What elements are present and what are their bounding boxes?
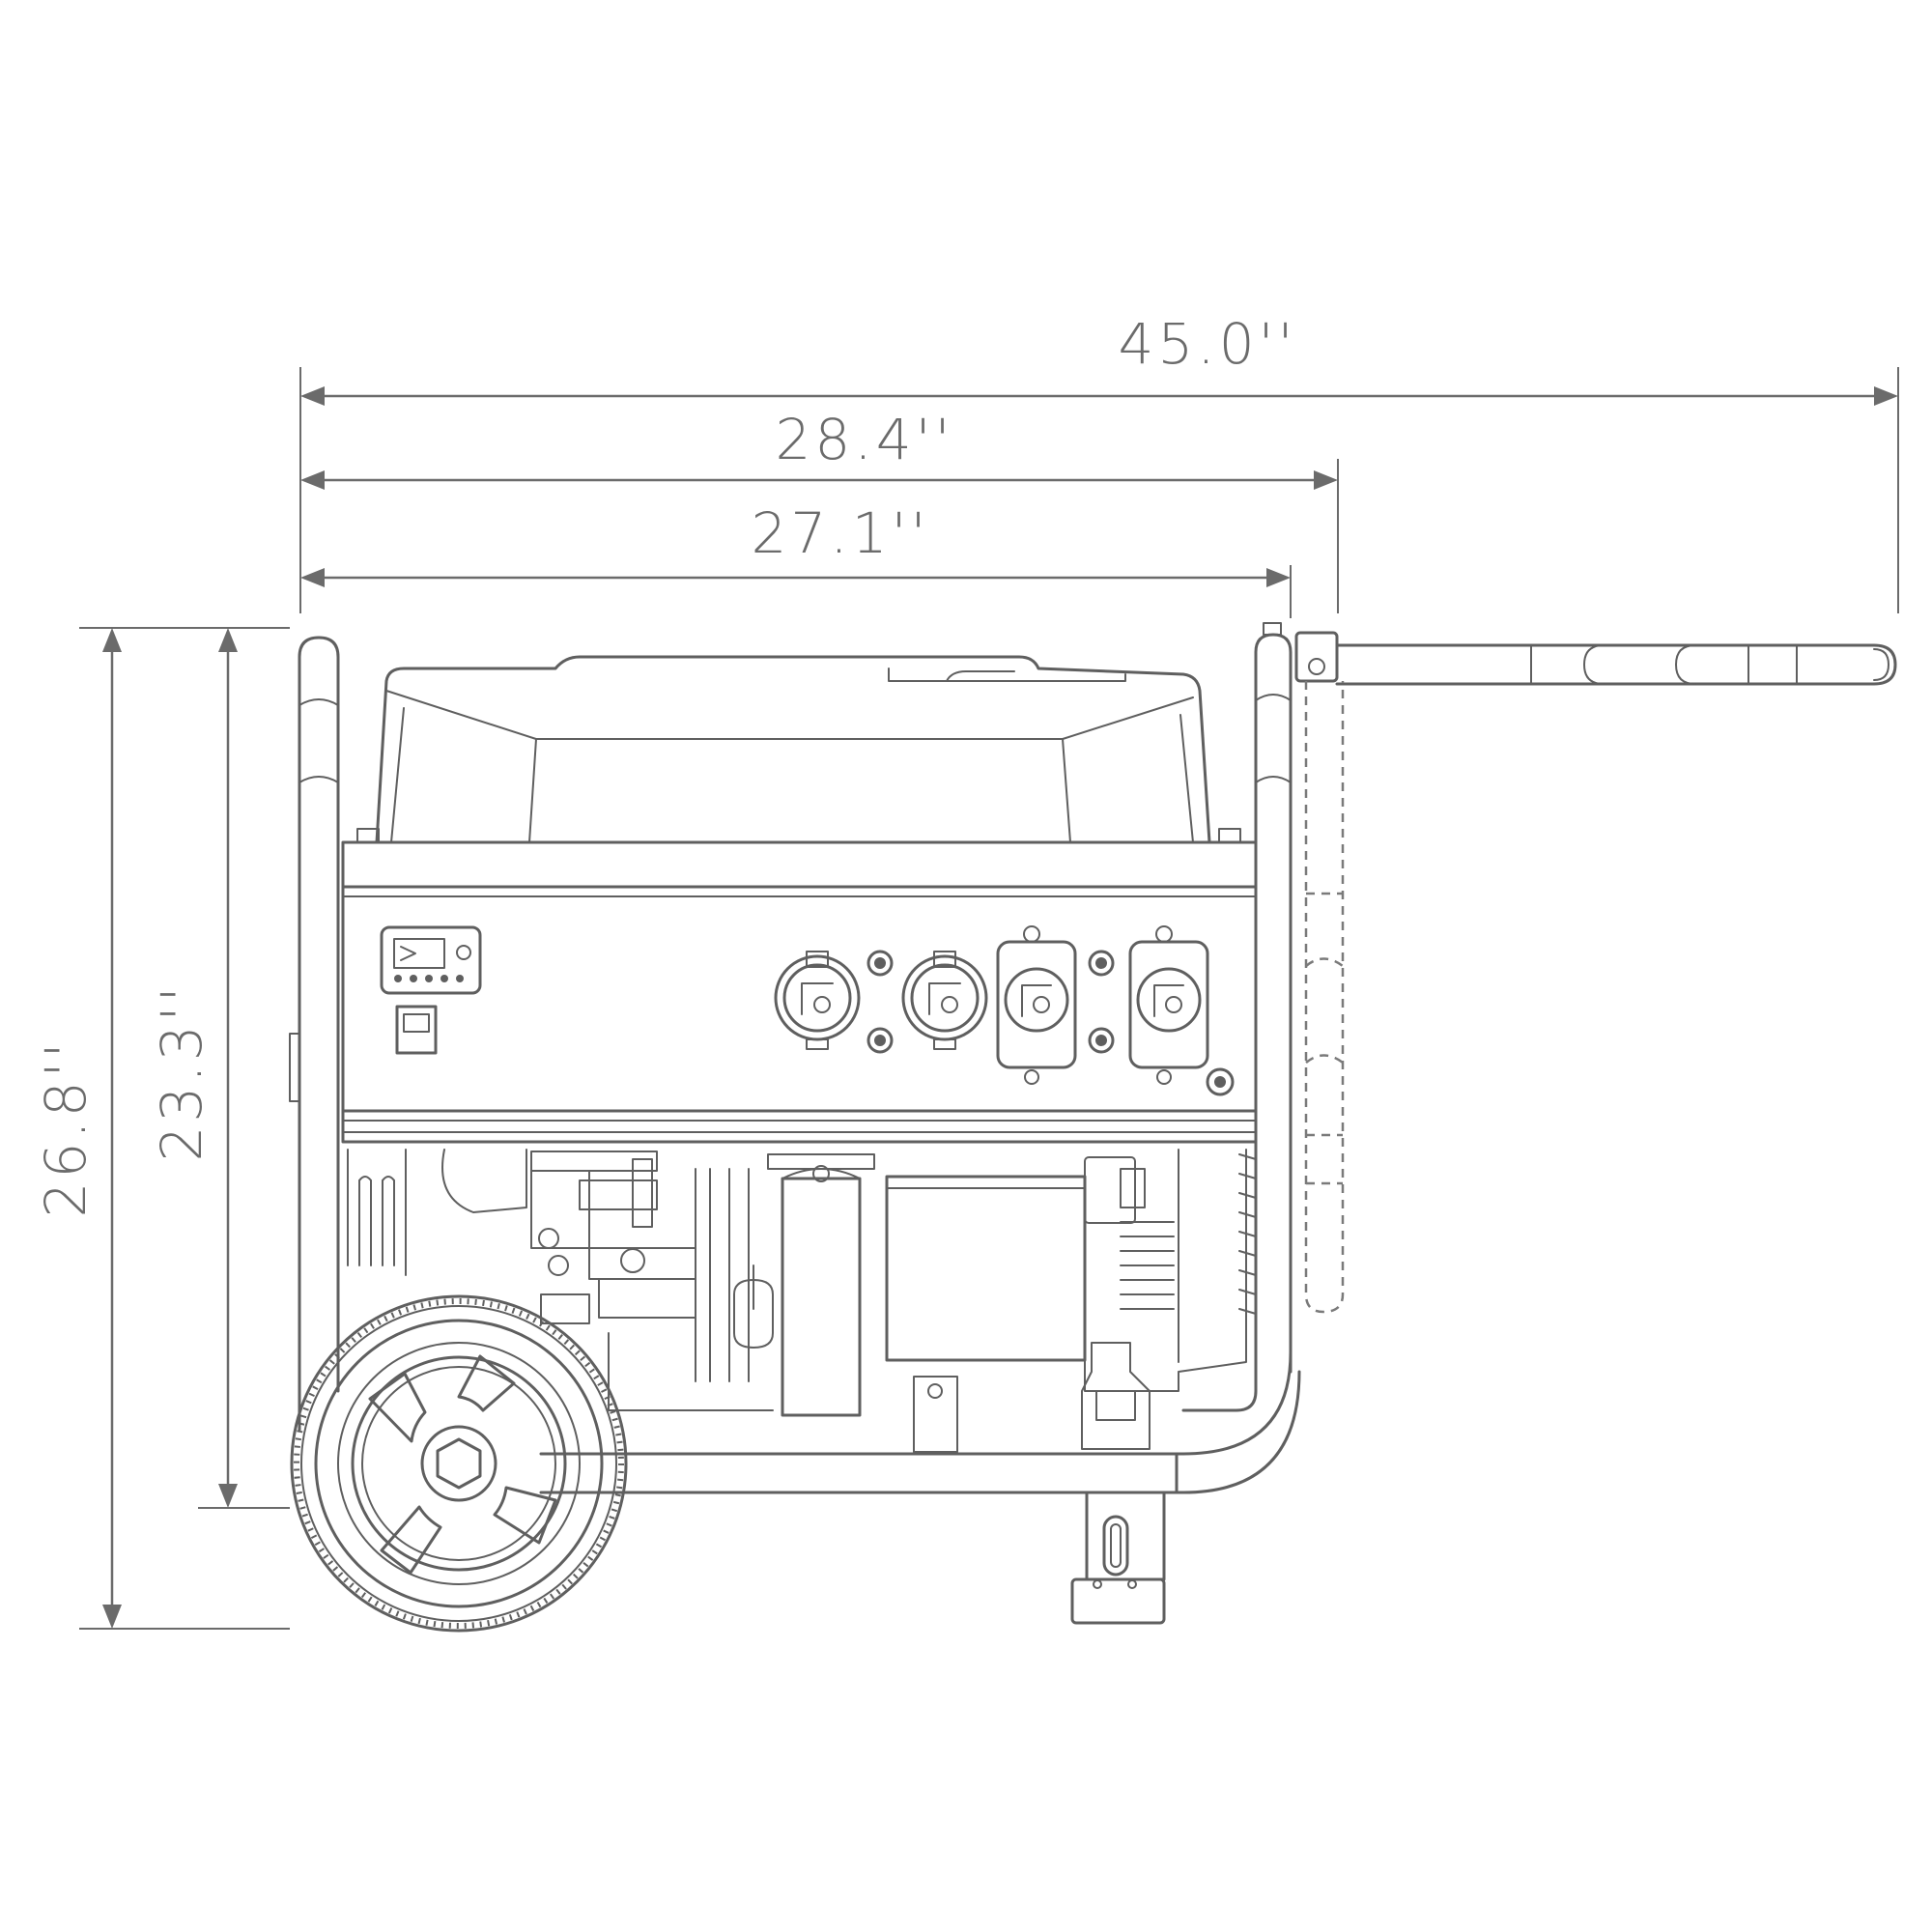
base-frame-rail [539, 1350, 1301, 1494]
fuel-tank [356, 655, 1241, 844]
wheel [290, 1294, 628, 1633]
left-frame-post [298, 636, 340, 1432]
dimension-overall-length: 45.0'' [299, 311, 1899, 613]
dimension-overall-height: 26.8'' [33, 627, 290, 1630]
digital-display-meter [380, 925, 482, 995]
duplex-outlet-2 [1128, 925, 1209, 1085]
support-leg [1070, 1491, 1166, 1625]
ground-terminal [1206, 1067, 1235, 1096]
power-switch [395, 1005, 438, 1055]
duplex-outlet-1 [996, 925, 1077, 1085]
twist-lock-outlet-1 [774, 951, 861, 1050]
control-panel [341, 840, 1258, 1144]
frame-height-label: 23.3'' [149, 982, 214, 1161]
frame-length-label: 27.1'' [751, 500, 929, 566]
dimension-frame-length: 27.1'' [300, 500, 1292, 618]
handle-folded-position [1304, 681, 1345, 1314]
dimension-bracket-length: 28.4'' [300, 407, 1339, 613]
circuit-breakers [867, 950, 1115, 1054]
overall-length-label: 45.0'' [1118, 311, 1296, 377]
overall-height-label: 26.8'' [33, 1038, 99, 1217]
generator-illustration [289, 622, 1897, 1633]
right-frame-post [1254, 622, 1293, 1393]
twist-lock-outlet-2 [901, 951, 988, 1050]
engine-assembly [347, 1149, 1257, 1453]
bracket-length-label: 28.4'' [775, 407, 953, 472]
handle-bar [1294, 631, 1897, 686]
dimension-frame-height: 23.3'' [149, 628, 290, 1509]
